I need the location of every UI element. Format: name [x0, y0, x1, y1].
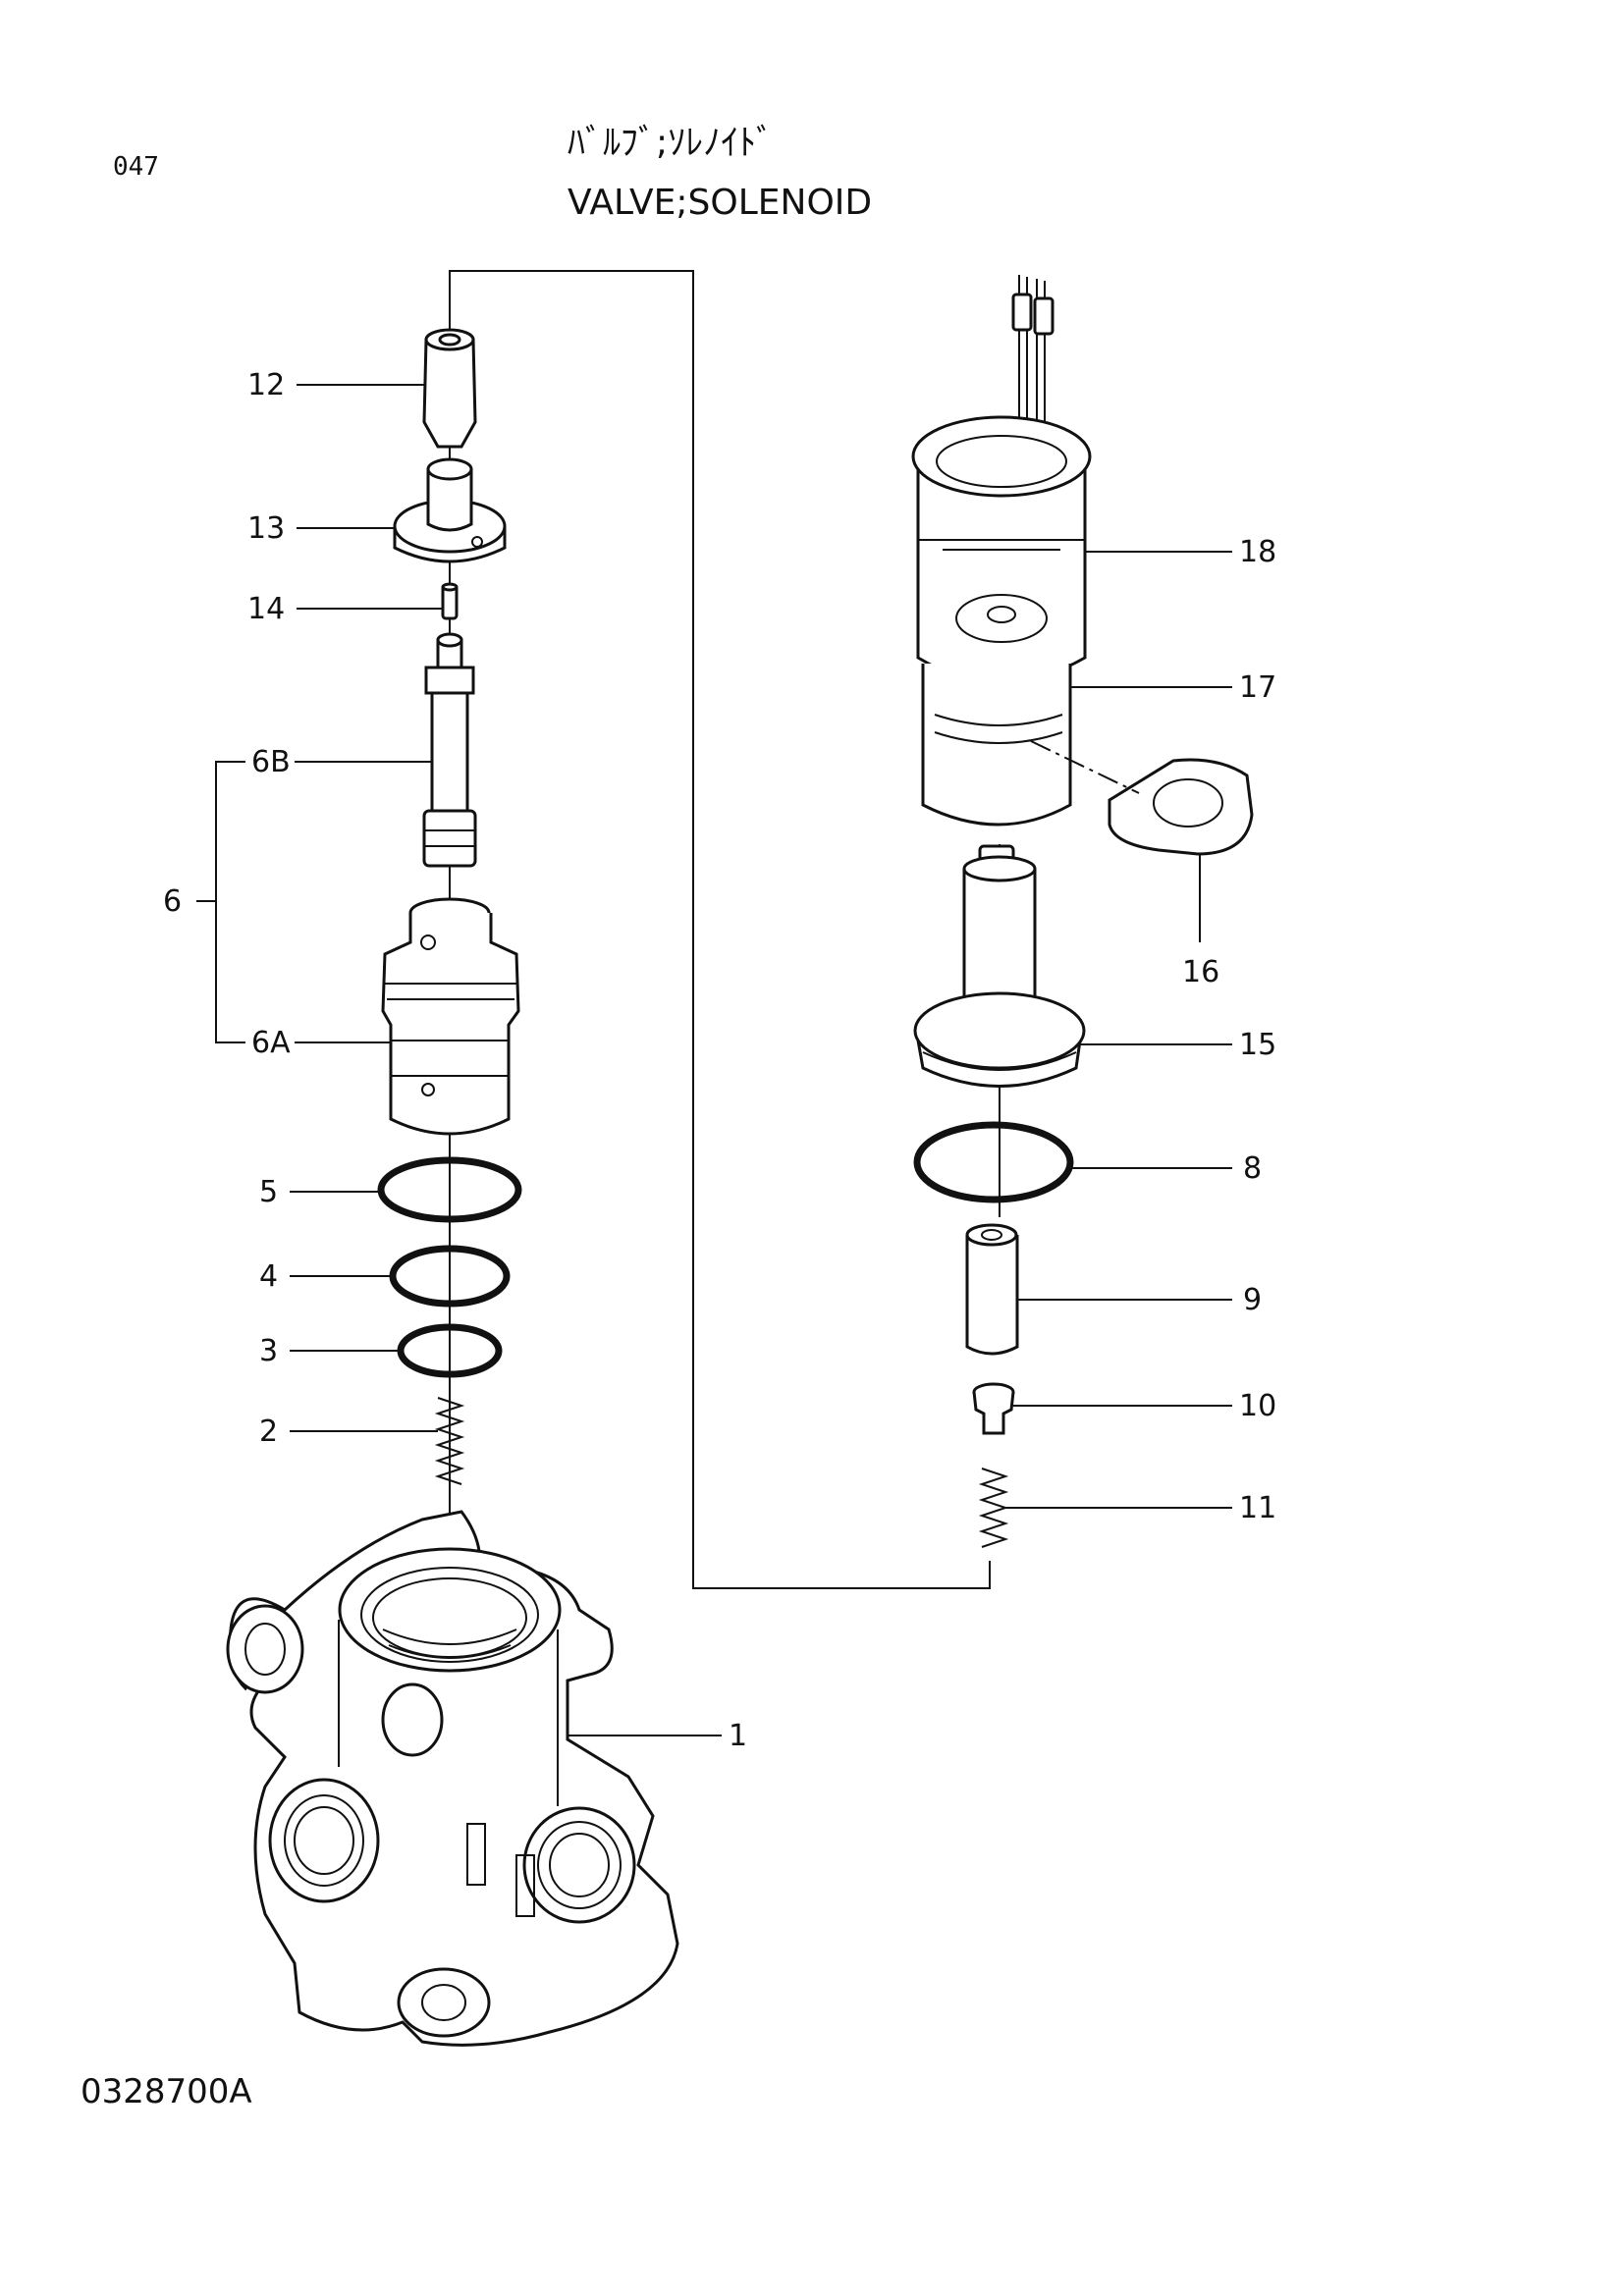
- part-8-o-ring: [913, 1121, 1074, 1203]
- callout-8: 8: [1243, 1151, 1262, 1186]
- part-6b-spool: [422, 632, 477, 868]
- page-number: 047: [113, 152, 159, 182]
- callout-2: 2: [259, 1415, 278, 1449]
- part-1-valve-body: [226, 1510, 679, 2047]
- part-10-cap: [972, 1382, 1015, 1435]
- drawing-code: 0328700A: [81, 2072, 252, 2111]
- part-14-pin: [441, 582, 459, 620]
- part-12-plug: [422, 328, 477, 449]
- title-english: VALVE;SOLENOID: [568, 183, 872, 223]
- assembly-connector-line: [449, 270, 991, 1589]
- part-2-spring: [434, 1397, 465, 1485]
- title-katakana: ﾊﾞﾙﾌﾞ;ｿﾚﾉｲﾄﾞ: [568, 123, 774, 163]
- part-11-spring: [978, 1468, 1009, 1548]
- callout-18: 18: [1239, 535, 1276, 569]
- callout-16: 16: [1182, 955, 1219, 989]
- callout-13: 13: [247, 511, 285, 546]
- part-17-solenoid-body: [921, 664, 1072, 827]
- callout-6: 6: [163, 884, 182, 919]
- callout-9: 9: [1243, 1283, 1262, 1317]
- part-6a-sleeve: [381, 897, 520, 1136]
- callout-1: 1: [729, 1719, 747, 1753]
- part-18-solenoid-coil: [911, 275, 1092, 684]
- callout-11: 11: [1239, 1491, 1276, 1525]
- callout-4: 4: [259, 1259, 278, 1294]
- part-9-sleeve: [965, 1223, 1019, 1356]
- callout-14: 14: [247, 592, 285, 626]
- callout-3: 3: [259, 1334, 278, 1368]
- part-15-plunger-plug: [913, 844, 1086, 1088]
- part-5-o-ring: [377, 1156, 522, 1223]
- callout-5: 5: [259, 1175, 278, 1209]
- callout-17: 17: [1239, 670, 1276, 705]
- callout-15: 15: [1239, 1028, 1276, 1062]
- leader-lines: [196, 384, 1232, 1736]
- callout-10: 10: [1239, 1389, 1276, 1423]
- part-13-flange: [393, 457, 507, 563]
- callout-6b: 6B: [251, 745, 291, 779]
- callout-12: 12: [247, 368, 285, 402]
- part-16-washer: [1108, 758, 1254, 856]
- callout-6a: 6A: [251, 1026, 291, 1060]
- washer-leader-dash: [1030, 740, 1140, 794]
